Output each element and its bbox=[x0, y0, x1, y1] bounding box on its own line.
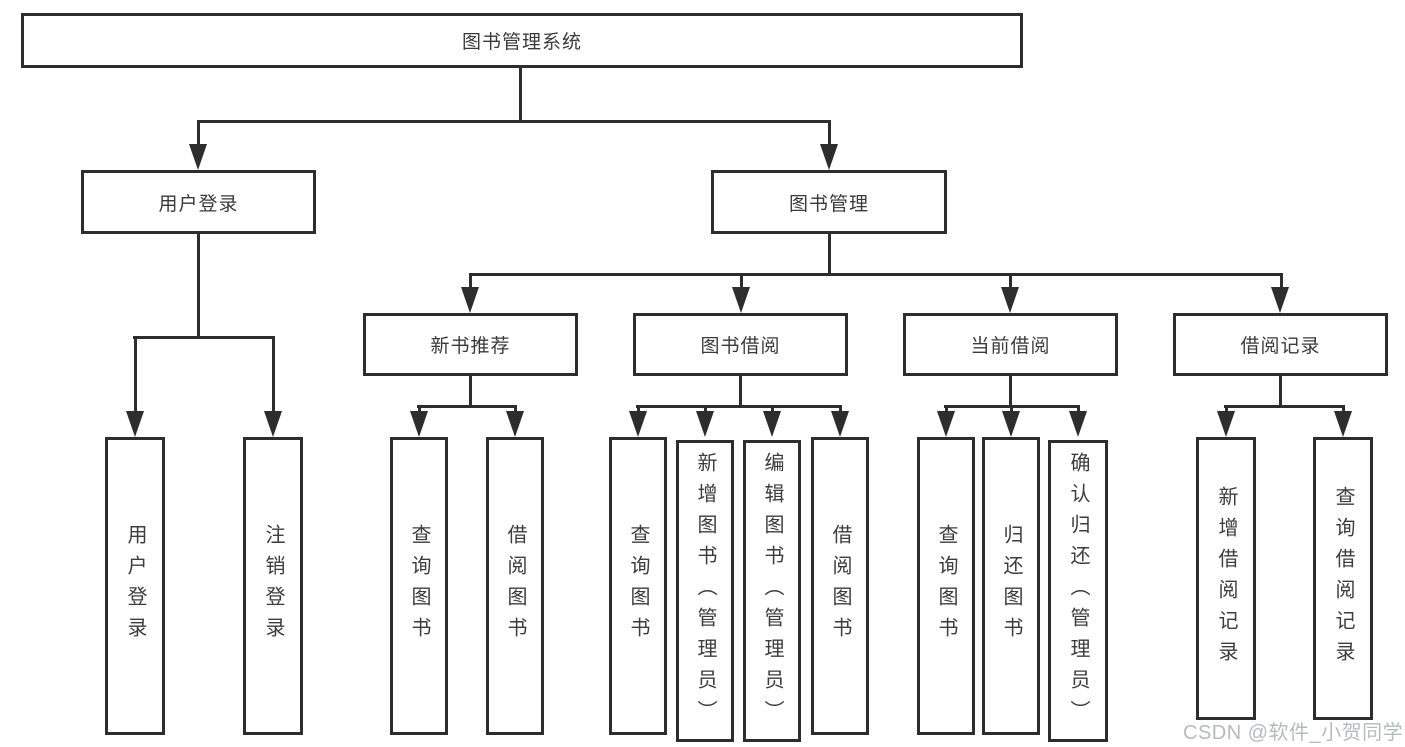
leaf-rec-query-books-label: 查询图书 bbox=[408, 524, 430, 648]
arrow-down-icon bbox=[1334, 411, 1352, 437]
connector-stem bbox=[637, 405, 640, 413]
leaf-records-add-record: 新增借阅记录 bbox=[1196, 437, 1256, 720]
arrow-down-icon bbox=[1069, 411, 1087, 437]
arrow-down-icon bbox=[1002, 411, 1020, 437]
leaf-current-return-books: 归还图书 bbox=[982, 437, 1040, 735]
arrow-down-icon bbox=[629, 411, 647, 437]
node-book-borrow-label: 图书借阅 bbox=[700, 336, 781, 357]
connector-current-stub bbox=[1009, 376, 1012, 408]
leaf-logout-label: 注销登录 bbox=[262, 524, 284, 648]
leaf-records-query-record-label: 查询借阅记录 bbox=[1332, 485, 1354, 672]
node-user-login: 用户登录 bbox=[81, 170, 316, 234]
leaf-current-confirm-return: 确认归还（管理员） bbox=[1048, 440, 1108, 742]
leaf-borrow-query-books-label: 查询图书 bbox=[627, 524, 649, 648]
leaf-current-confirm-return-label: 确认归还（管理员） bbox=[1067, 451, 1089, 731]
csdn-watermark: CSDN @软件_小贺同学 bbox=[1183, 722, 1404, 744]
connector-stem-book-borrow bbox=[740, 273, 743, 287]
leaf-borrow-borrow-books: 借阅图书 bbox=[811, 437, 869, 735]
arrow-down-icon bbox=[1001, 287, 1019, 313]
arrow-down-icon bbox=[189, 144, 207, 170]
leaf-records-add-record-label: 新增借阅记录 bbox=[1215, 485, 1237, 672]
leaf-user-login-label: 用户登录 bbox=[124, 524, 146, 648]
arrow-down-icon bbox=[126, 411, 144, 437]
connector-stem bbox=[704, 405, 707, 413]
arrow-down-icon bbox=[937, 411, 955, 437]
connector-rec-stub bbox=[469, 376, 472, 408]
connector-stem-current-borrow bbox=[1009, 273, 1012, 287]
connector-records-stub bbox=[1279, 376, 1282, 408]
connector-stem-user-login bbox=[134, 336, 137, 411]
leaf-borrow-add-books-label: 新增图书（管理员） bbox=[694, 451, 716, 731]
node-book-borrow: 图书借阅 bbox=[633, 313, 848, 376]
node-root-label: 图书管理系统 bbox=[461, 32, 582, 53]
leaf-current-query-books-label: 查询图书 bbox=[935, 524, 957, 648]
node-borrow-records: 借阅记录 bbox=[1173, 313, 1388, 376]
node-borrow-records-label: 借阅记录 bbox=[1240, 336, 1321, 357]
node-book-mgmt: 图书管理 bbox=[711, 170, 947, 234]
leaf-borrow-add-books: 新增图书（管理员） bbox=[676, 440, 734, 742]
leaf-borrow-edit-books-label: 编辑图书（管理员） bbox=[761, 451, 783, 731]
connector-stem bbox=[1010, 405, 1013, 413]
node-current-borrow-label: 当前借阅 bbox=[970, 336, 1051, 357]
connector-stem bbox=[839, 405, 842, 413]
connector-records-branch bbox=[1224, 405, 1345, 408]
leaf-user-login: 用户登录 bbox=[105, 437, 165, 735]
connector-login-branch bbox=[133, 336, 275, 339]
node-root: 图书管理系统 bbox=[21, 13, 1023, 68]
leaf-borrow-borrow-books-label: 借阅图书 bbox=[829, 524, 851, 648]
connector-mgmt-stub bbox=[828, 234, 831, 276]
arrow-down-icon bbox=[763, 411, 781, 437]
connector-stem bbox=[1225, 405, 1228, 413]
node-new-book-rec-label: 新书推荐 bbox=[430, 336, 511, 357]
arrow-down-icon bbox=[461, 287, 479, 313]
node-current-borrow: 当前借阅 bbox=[903, 313, 1118, 376]
leaf-borrow-edit-books: 编辑图书（管理员） bbox=[743, 440, 801, 742]
leaf-records-query-record: 查询借阅记录 bbox=[1313, 437, 1373, 720]
node-book-mgmt-label: 图书管理 bbox=[788, 193, 869, 215]
connector-root-stub bbox=[519, 68, 522, 122]
connector-stem bbox=[514, 405, 517, 413]
arrow-down-icon bbox=[732, 287, 750, 313]
connector-stem-logout bbox=[272, 336, 275, 411]
connector-stem bbox=[945, 405, 948, 413]
connector-stem bbox=[1342, 405, 1345, 413]
arrow-down-icon bbox=[696, 411, 714, 437]
connector-stem-new-book-rec bbox=[469, 273, 472, 287]
leaf-rec-query-books: 查询图书 bbox=[390, 437, 448, 735]
leaf-current-return-books-label: 归还图书 bbox=[1000, 524, 1022, 648]
arrow-down-icon bbox=[831, 411, 849, 437]
connector-stem-mgmt bbox=[828, 120, 831, 146]
leaf-rec-borrow-books: 借阅图书 bbox=[486, 437, 544, 735]
connector-stem bbox=[771, 405, 774, 413]
leaf-rec-borrow-books-label: 借阅图书 bbox=[504, 524, 526, 648]
node-new-book-rec: 新书推荐 bbox=[363, 313, 578, 376]
arrow-down-icon bbox=[264, 411, 282, 437]
connector-stem-borrow-records bbox=[1280, 273, 1283, 287]
connector-borrow-stub bbox=[739, 376, 742, 408]
connector-stem-login bbox=[197, 120, 200, 146]
connector-mgmt-branch bbox=[469, 273, 1282, 276]
arrow-down-icon bbox=[506, 411, 524, 437]
connector-borrow-branch bbox=[636, 405, 842, 408]
connector-rec-branch bbox=[417, 405, 517, 408]
connector-stem bbox=[418, 405, 421, 413]
connector-stem bbox=[1077, 405, 1080, 413]
leaf-logout: 注销登录 bbox=[243, 437, 303, 735]
arrow-down-icon bbox=[820, 144, 838, 170]
connector-login-stub bbox=[197, 234, 200, 339]
leaf-borrow-query-books: 查询图书 bbox=[609, 437, 667, 735]
arrow-down-icon bbox=[1271, 287, 1289, 313]
node-user-login-label: 用户登录 bbox=[158, 193, 239, 215]
arrow-down-icon bbox=[410, 411, 428, 437]
connector-root-branch bbox=[197, 120, 831, 123]
arrow-down-icon bbox=[1217, 411, 1235, 437]
leaf-current-query-books: 查询图书 bbox=[917, 437, 975, 735]
